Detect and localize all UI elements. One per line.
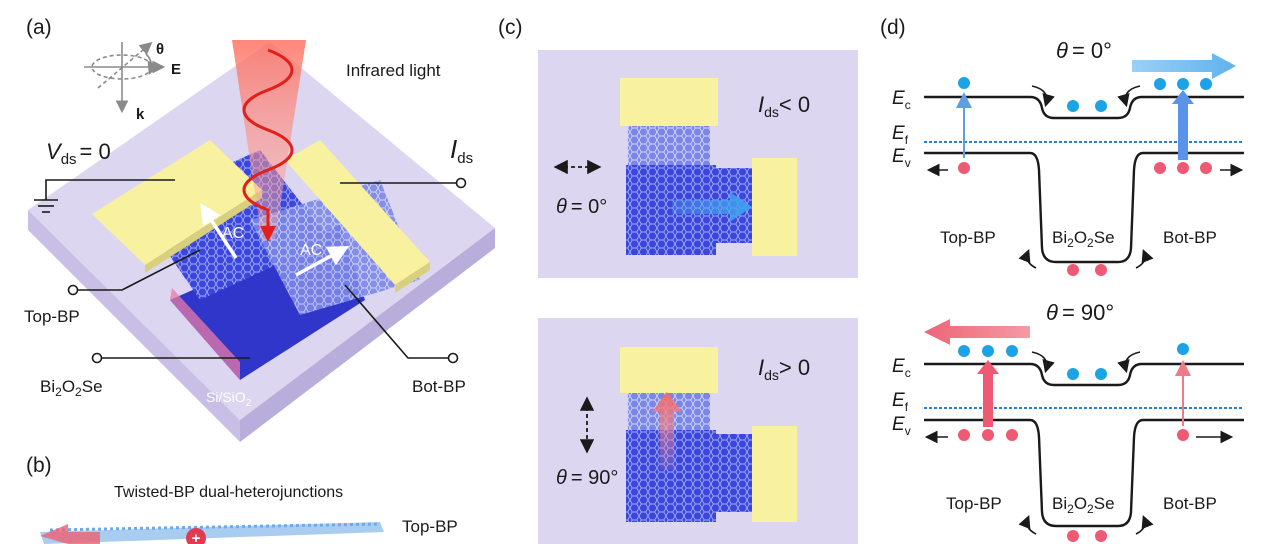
band-top-hole bbox=[1095, 264, 1107, 276]
band-top-electron bbox=[1095, 100, 1107, 112]
band-bottom-hole-arrow-right bbox=[1136, 518, 1145, 534]
hole-charge-b-sign: + bbox=[192, 530, 201, 544]
band-bottom-ef-label: Ef bbox=[892, 390, 909, 414]
band-top-hole bbox=[1200, 162, 1212, 174]
k-vector-label: k bbox=[136, 106, 145, 123]
panel-c-bottom-right-electrode bbox=[752, 426, 797, 522]
top-bp-terminal bbox=[69, 286, 78, 295]
panel-c-top-angle-label: θ= 0° bbox=[556, 196, 607, 218]
diag-axis-line bbox=[98, 44, 150, 88]
band-bottom-bi2o2se-label: Bi2O2Se bbox=[1052, 494, 1115, 516]
band-bottom-hole bbox=[958, 429, 970, 441]
band-top-hole-arrow-left bbox=[1027, 252, 1036, 268]
band-top-ef-label: Ef bbox=[892, 123, 909, 147]
band-top-ec-label: Ec bbox=[892, 88, 911, 112]
band-top-hole bbox=[958, 162, 970, 174]
bot-bp-label-a: Bot-BP bbox=[412, 377, 466, 396]
panel-c-bottom: θ= 90° Ids> 0 bbox=[538, 318, 858, 544]
panel-c-bottom-angle-label: θ= 90° bbox=[556, 467, 618, 489]
band-diagram-bottom: θ= 90° Ec Ef Ev bbox=[892, 300, 1244, 542]
infrared-light-label: Infrared light bbox=[346, 61, 441, 80]
band-top-hole-arrow-right bbox=[1136, 252, 1145, 268]
panel-c-letter: (c) bbox=[498, 16, 523, 39]
band-bottom-conduction-band bbox=[924, 364, 1244, 385]
panel-c-bottom-horizontal-bp bbox=[708, 434, 758, 512]
polarization-gizmo bbox=[84, 42, 162, 110]
ac-right-label: AC bbox=[300, 242, 322, 259]
bot-bp-terminal bbox=[449, 354, 458, 363]
ids-terminal bbox=[457, 179, 466, 188]
panel-c-top-right-electrode bbox=[752, 158, 797, 256]
band-top-bot-bp-label: Bot-BP bbox=[1163, 228, 1217, 247]
band-bottom-hole-arrow-left bbox=[1027, 518, 1036, 534]
band-diagram-top: θ= 0° Ec Ef Ev bbox=[892, 38, 1244, 276]
band-bottom-hole bbox=[1177, 429, 1189, 441]
band-top-top-bp-label: Top-BP bbox=[940, 228, 996, 247]
panel-c: (c) θ= 0° Ids< 0 bbox=[498, 16, 858, 544]
ids-label: Ids bbox=[450, 134, 473, 167]
panel-a-letter: (a) bbox=[26, 16, 52, 39]
vds-label: Vds= 0 bbox=[46, 139, 111, 168]
band-top-conduction-band bbox=[924, 97, 1244, 118]
top-bp-label-a: Top-BP bbox=[24, 307, 80, 326]
panel-b: (b) Twisted-BP dual-heterojunctions + To… bbox=[26, 454, 458, 544]
band-bottom-hole bbox=[1095, 530, 1107, 542]
theta-arc bbox=[146, 54, 151, 72]
ac-left-label: AC bbox=[222, 225, 244, 242]
band-top-hole bbox=[1154, 162, 1166, 174]
band-bottom-bot-bp-label: Bot-BP bbox=[1163, 494, 1217, 513]
band-bottom-hole bbox=[1006, 429, 1018, 441]
band-top-ev-label: Ev bbox=[892, 146, 911, 170]
panel-d-letter: (d) bbox=[880, 16, 906, 39]
band-top-hole bbox=[1177, 162, 1189, 174]
band-top-hole bbox=[1067, 264, 1079, 276]
panel-a: (a) θ E k Infrared light bbox=[24, 16, 495, 442]
band-bottom-angle: θ= 90° bbox=[1046, 300, 1114, 325]
band-bottom-electron bbox=[958, 345, 970, 357]
theta-label: θ bbox=[156, 41, 164, 58]
band-bottom-ev-label: Ev bbox=[892, 414, 911, 438]
band-top-electron-flow-arrow bbox=[1132, 53, 1236, 79]
band-top-electron bbox=[1177, 78, 1189, 90]
panel-c-top: θ= 0° Ids< 0 bbox=[538, 50, 858, 278]
band-bottom-electron bbox=[1067, 368, 1079, 380]
band-bottom-electron bbox=[1006, 345, 1018, 357]
band-top-bi2o2se-label: Bi2O2Se bbox=[1052, 228, 1115, 250]
band-top-electron bbox=[1154, 78, 1166, 90]
panel-c-top-top-electrode bbox=[620, 78, 718, 126]
band-top-excitation-arrow-right bbox=[1172, 90, 1194, 160]
band-bottom-electron bbox=[1177, 343, 1189, 355]
panel-d: (d) θ= 0° Ec Ef Ev bbox=[880, 16, 1244, 542]
top-bp-label-b: Top-BP bbox=[402, 517, 458, 536]
band-bottom-excitation-arrow-left bbox=[977, 360, 999, 427]
band-top-angle: θ= 0° bbox=[1056, 38, 1112, 63]
band-bottom-top-bp-label: Top-BP bbox=[946, 494, 1002, 513]
band-bottom-electron bbox=[1095, 368, 1107, 380]
band-bottom-electron bbox=[982, 345, 994, 357]
band-top-electron bbox=[958, 77, 970, 89]
band-top-electron bbox=[1067, 100, 1079, 112]
panel-b-title: Twisted-BP dual-heterojunctions bbox=[114, 484, 343, 501]
e-field-label: E bbox=[171, 61, 181, 78]
band-bottom-hole bbox=[982, 429, 994, 441]
bi2o2se-terminal bbox=[93, 354, 102, 363]
panel-b-letter: (b) bbox=[26, 454, 52, 477]
panel-c-bottom-top-electrode bbox=[620, 347, 718, 393]
band-bottom-hole bbox=[1067, 530, 1079, 542]
band-bottom-ec-label: Ec bbox=[892, 356, 911, 380]
bi2o2se-label-a: Bi2O2Se bbox=[40, 377, 103, 399]
band-bottom-hole-flow-arrow bbox=[924, 319, 1030, 345]
band-top-electron bbox=[1200, 78, 1212, 90]
